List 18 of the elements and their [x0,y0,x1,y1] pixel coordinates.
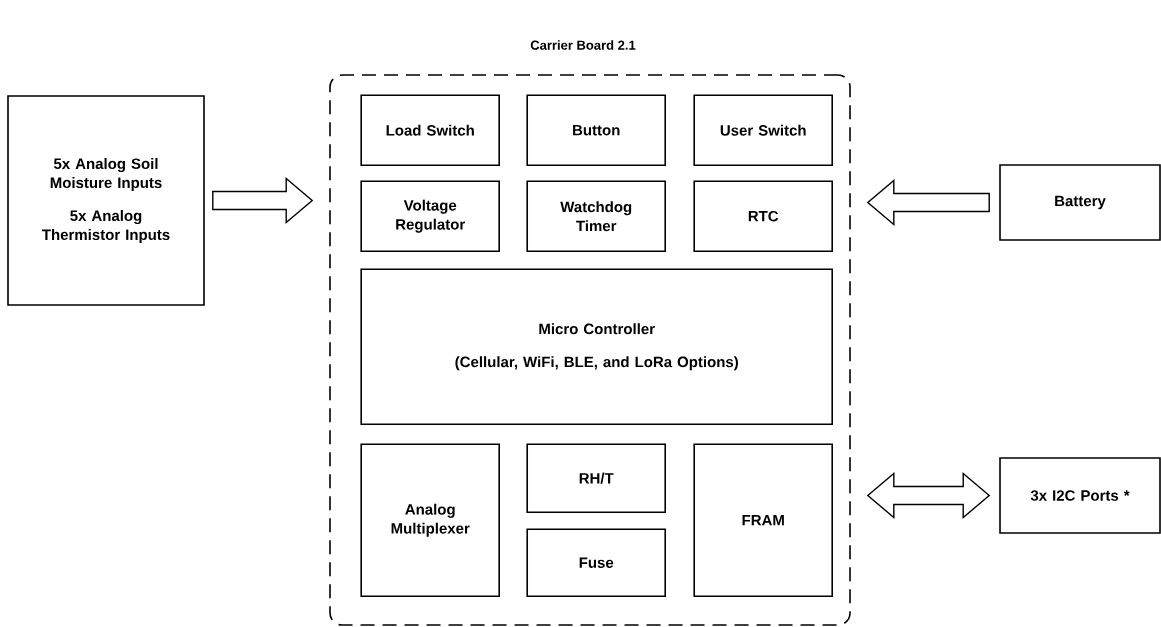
block-box: User Switch [693,94,833,166]
block-box: Voltage Regulator [360,180,500,252]
block-box: Fuse [526,528,666,597]
block-box: 5x Analog Soil Moisture Inputs 5x Analog Thermistor Inputs [7,95,205,306]
title: Carrier Board 2.1 [530,40,636,50]
block-box: RH/T [526,443,666,513]
block-box: FRAM [693,443,833,597]
block-box: Load Switch [360,94,500,166]
block-arrow [212,177,314,224]
block-box: Watchdog Timer [526,180,666,252]
block-box: Micro Controller (Cellular, WiFi, BLE, and LoRa Options) [360,268,833,425]
block-box: 3x I2C Ports * [999,457,1161,534]
block-box: Button [526,94,666,166]
block-arrow [866,179,990,226]
block-box: Battery [999,164,1161,241]
block-box: RTC [693,180,833,252]
block-box: Analog Multiplexer [360,443,500,597]
dashed-board-outline [329,74,851,626]
